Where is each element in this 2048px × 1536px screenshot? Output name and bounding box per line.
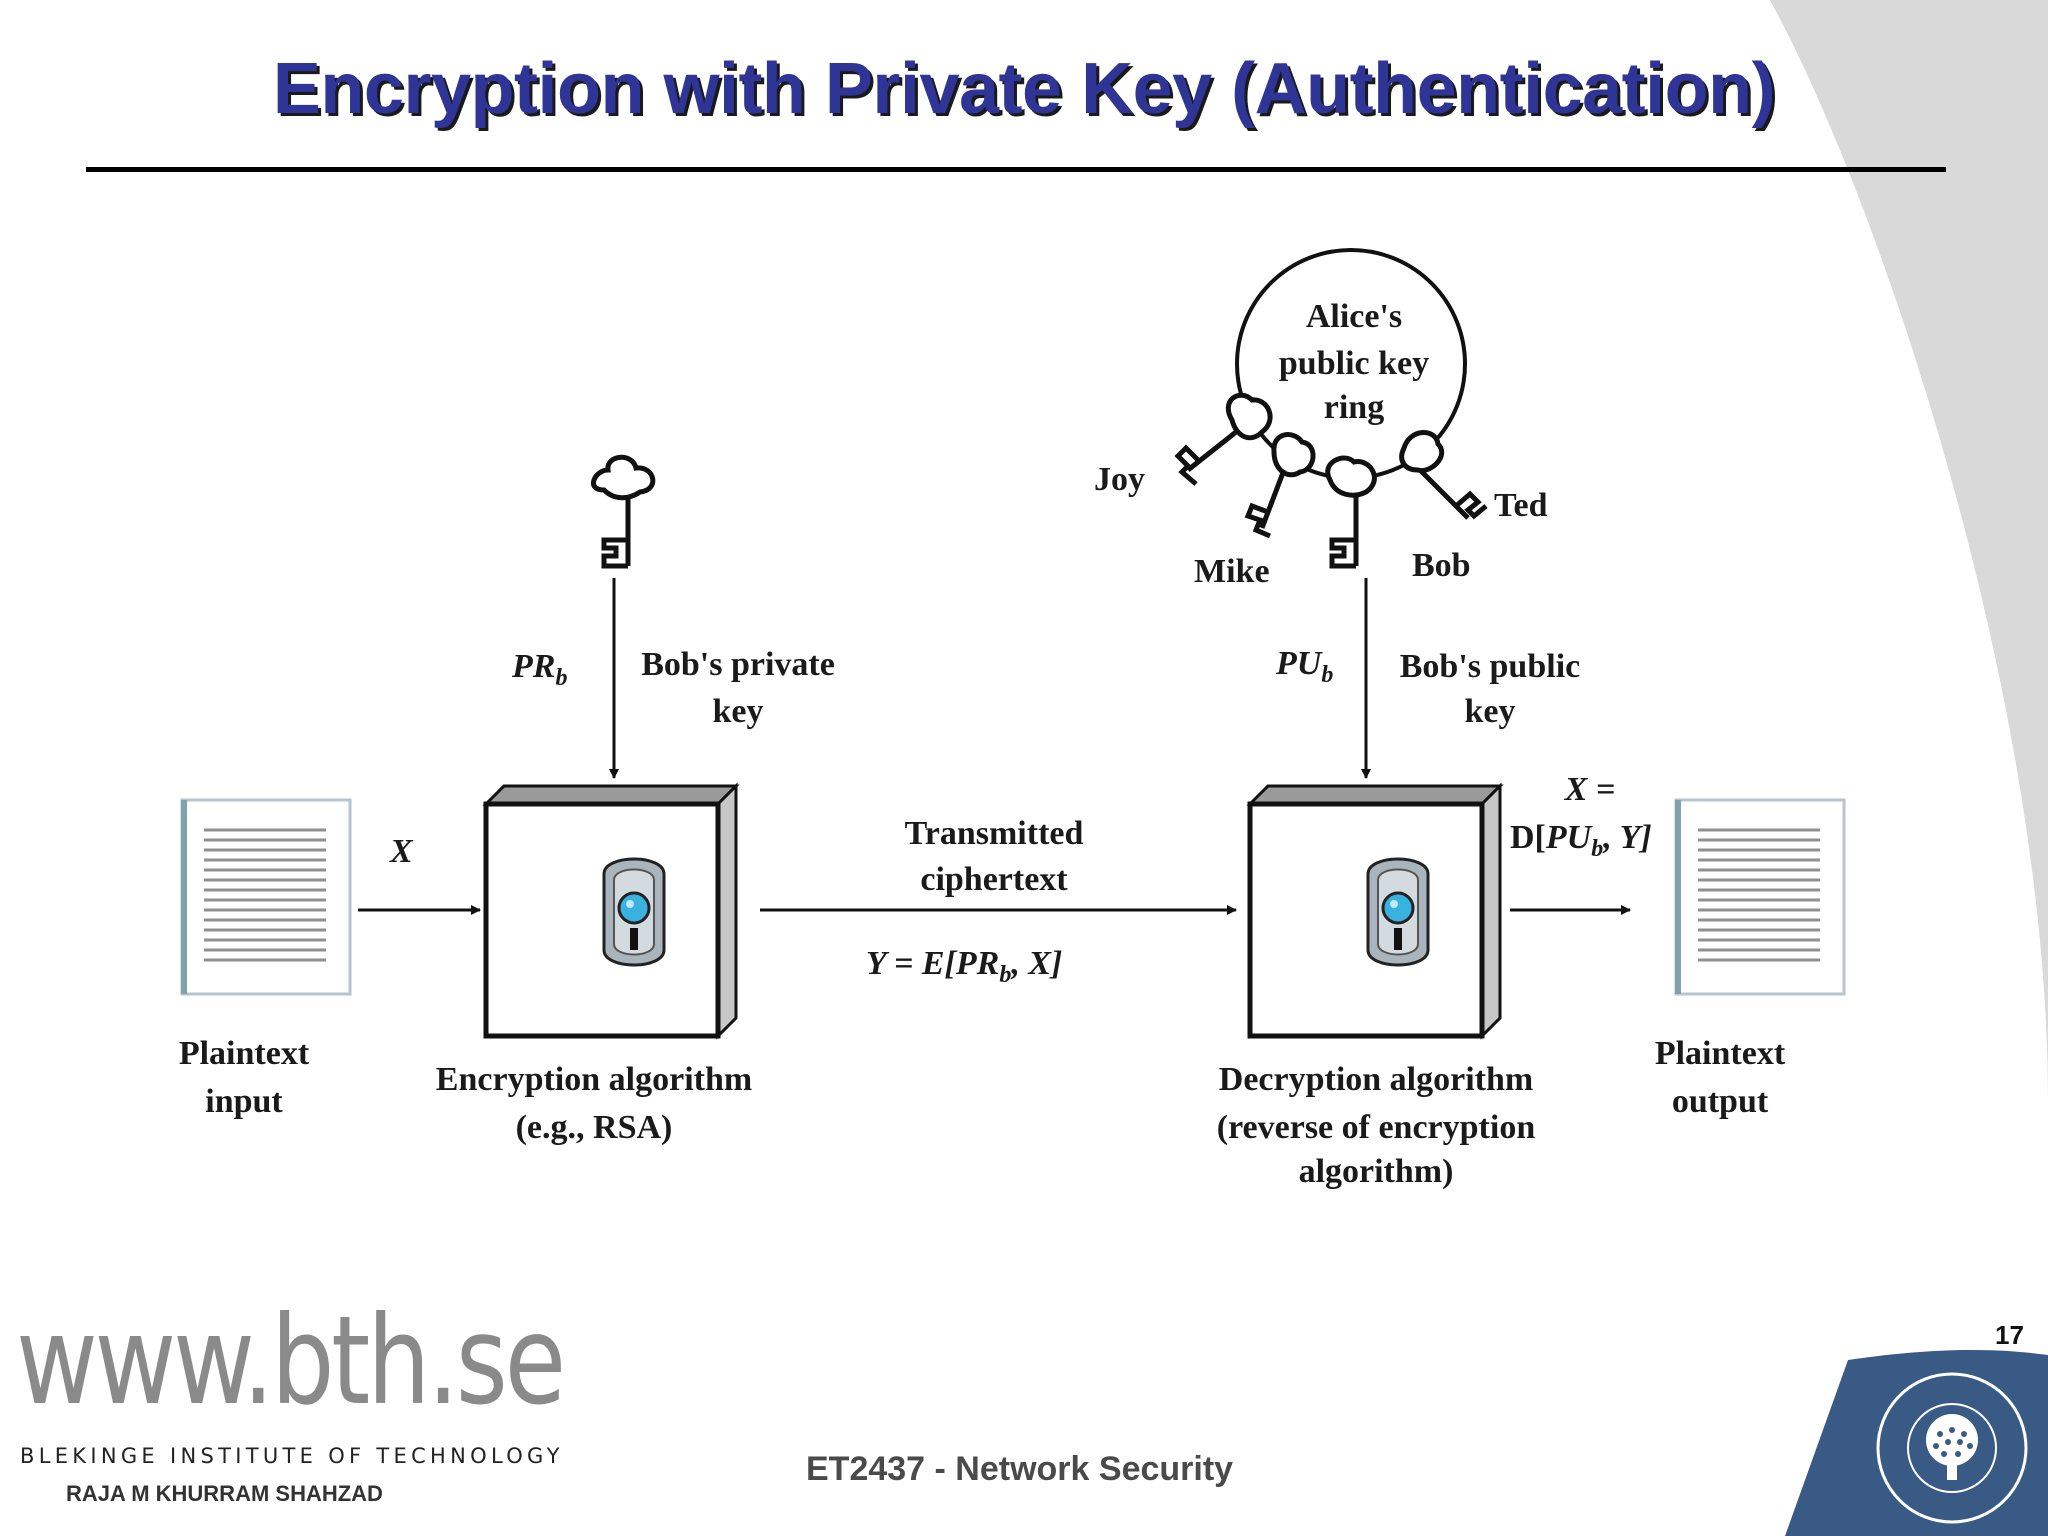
plaintext-input-document-icon bbox=[180, 798, 352, 996]
page-number: 17 bbox=[1995, 1320, 2024, 1350]
plaintext-output-document-icon bbox=[1674, 798, 1846, 996]
decryption-label-line1: Decryption algorithm bbox=[1219, 1061, 1533, 1098]
svg-text:Y = E[PRb, X]: Y = E[PRb, X] bbox=[866, 945, 1062, 988]
svg-text:PRb: PRb bbox=[511, 648, 567, 691]
key-ring-line2: public key bbox=[1279, 345, 1429, 382]
output-formula: X = D[PUb, Y] bbox=[1510, 771, 1652, 862]
decryption-lock-icon bbox=[1366, 857, 1430, 967]
bth-logo-url: www.bth.se bbox=[16, 1290, 566, 1432]
private-key-symbol: PRb bbox=[511, 648, 567, 691]
plaintext-output-line1: Plaintext bbox=[1655, 1035, 1786, 1072]
public-key-label-line1: Bob's public bbox=[1400, 648, 1580, 685]
author-name: RAJA M KHURRAM SHAHZAD bbox=[66, 1481, 383, 1506]
private-key-label-line1: Bob's private bbox=[641, 646, 835, 683]
encryption-box bbox=[482, 782, 740, 1040]
key-mike-icon bbox=[1244, 432, 1316, 539]
transmitted-line2: ciphertext bbox=[920, 861, 1068, 898]
course-footer: ET2437 - Network Security bbox=[806, 1450, 1234, 1488]
key-bob-icon bbox=[1325, 455, 1377, 569]
title-divider bbox=[86, 167, 1946, 172]
key-ring-label: Alice's public key ring bbox=[1279, 298, 1429, 426]
slide-title: Encryption with Private Key (Authenticat… bbox=[272, 49, 1776, 129]
key-label-mike: Mike bbox=[1194, 553, 1270, 590]
bth-seal-logo bbox=[1876, 1372, 2028, 1524]
key-label-ted: Ted bbox=[1494, 487, 1548, 524]
plaintext-output-line2: output bbox=[1672, 1083, 1769, 1120]
encryption-label-line2: (e.g., RSA) bbox=[516, 1109, 673, 1146]
input-arrow-label: X bbox=[389, 833, 414, 870]
public-key-label-line2: key bbox=[1465, 693, 1516, 730]
key-joy-icon bbox=[1174, 392, 1273, 486]
key-label-joy: Joy bbox=[1094, 461, 1145, 498]
svg-text:D[PUb, Y]: D[PUb, Y] bbox=[1510, 819, 1652, 862]
decryption-label-line2: (reverse of encryption bbox=[1217, 1109, 1536, 1146]
key-ted-icon bbox=[1399, 430, 1488, 520]
plaintext-input-line1: Plaintext bbox=[179, 1035, 310, 1072]
public-key-symbol: PUb bbox=[1275, 645, 1333, 688]
key-ring-line1: Alice's bbox=[1306, 298, 1402, 335]
private-key-icon bbox=[591, 454, 656, 569]
key-label-bob: Bob bbox=[1412, 547, 1471, 584]
institute-name: BLEKINGE INSTITUTE OF TECHNOLOGY bbox=[20, 1444, 564, 1468]
encryption-lock-icon bbox=[602, 857, 666, 967]
svg-text:PUb: PUb bbox=[1275, 645, 1333, 688]
transmitted-line1: Transmitted bbox=[905, 815, 1084, 852]
ciphertext-formula: Y = E[PRb, X] bbox=[866, 945, 1062, 988]
key-ring-line3: ring bbox=[1324, 389, 1384, 426]
encryption-label-line1: Encryption algorithm bbox=[436, 1061, 752, 1098]
decryption-label-line3: algorithm) bbox=[1299, 1153, 1454, 1190]
private-key-label-line2: key bbox=[713, 693, 764, 730]
decryption-box bbox=[1246, 782, 1504, 1040]
plaintext-input-line2: input bbox=[205, 1083, 283, 1120]
svg-text:X =: X = bbox=[1564, 771, 1616, 808]
